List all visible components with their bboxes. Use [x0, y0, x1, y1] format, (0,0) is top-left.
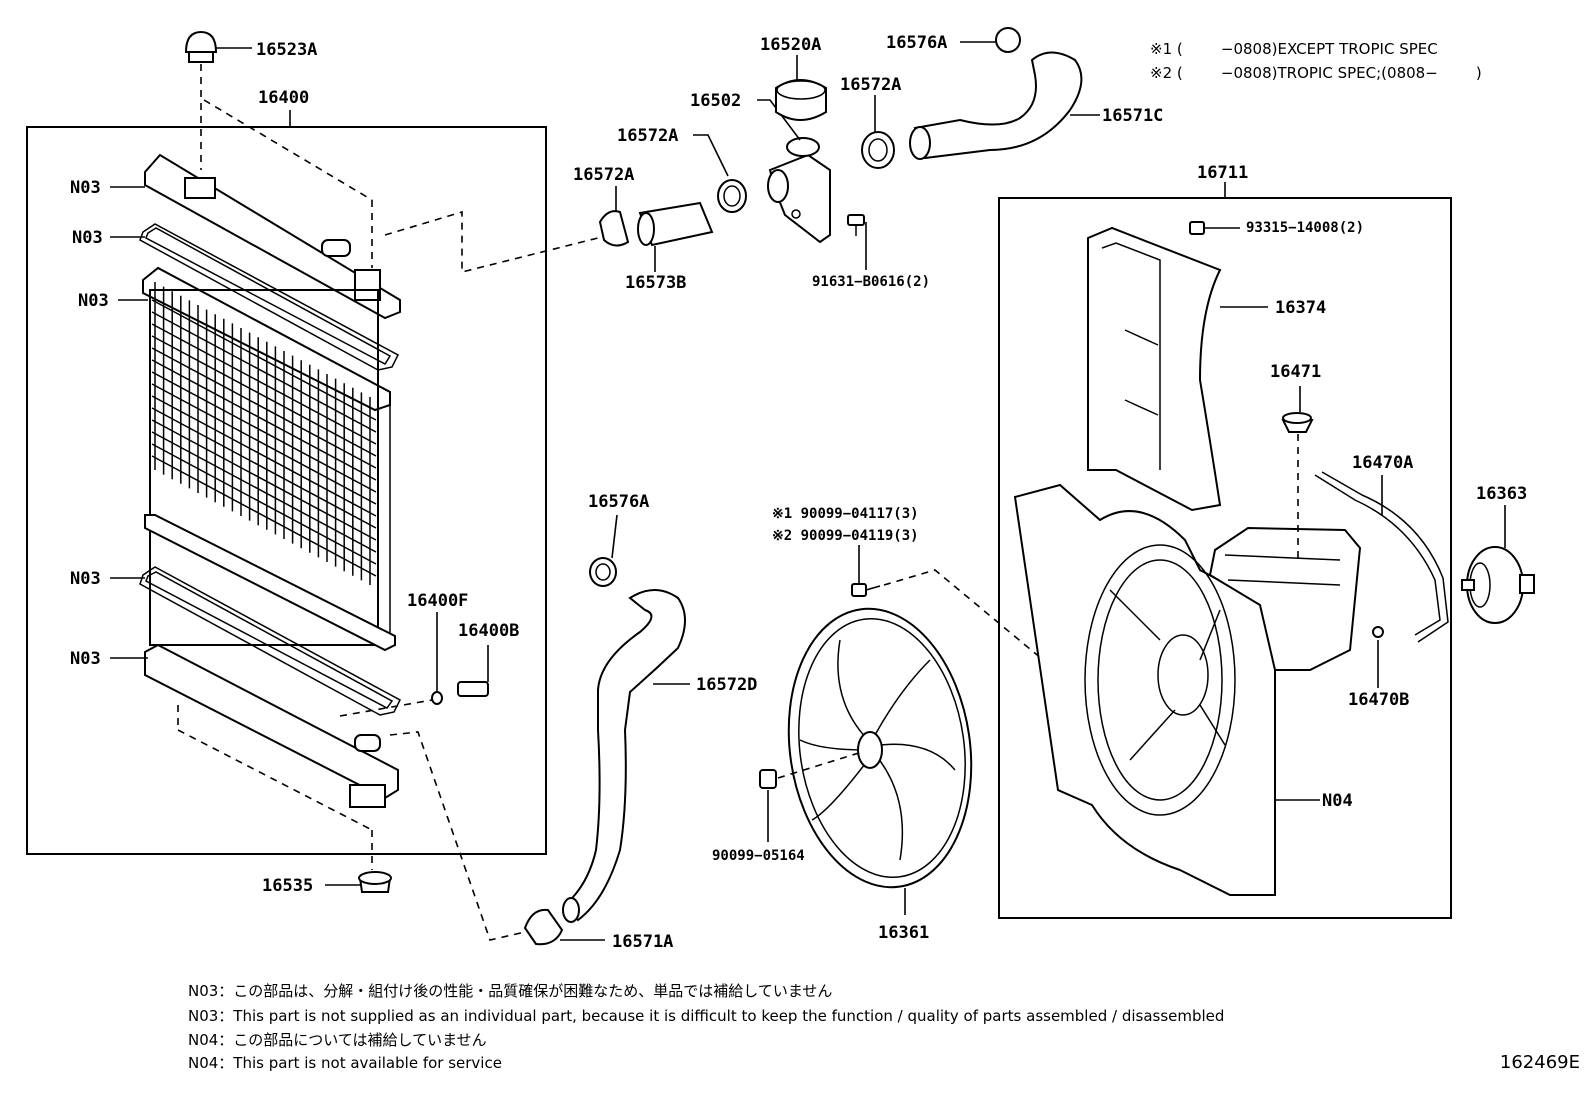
footnote-n03-en: N03：This part is not supplied as an indi… [188, 1007, 1225, 1025]
label-16361: 16361 [878, 923, 929, 943]
label-90099-04119: ※2 90099−04119(3) [772, 528, 919, 544]
core-tube-line [151, 443, 377, 565]
core-tube-line [151, 383, 377, 505]
spec-note-2-text: ( −0808)TROPIC SPEC;(0808− ) [1176, 64, 1482, 82]
label-n03-2: N03 [72, 228, 103, 248]
clamp-16572A-left [598, 186, 630, 247]
upper-gasket [139, 223, 399, 371]
clamp-16572A-right [861, 95, 895, 169]
label-16374: 16374 [1275, 298, 1326, 318]
core-tube-line [151, 335, 377, 457]
radiator-cap-16520A [775, 55, 827, 121]
label-n04: N04 [1322, 791, 1353, 811]
label-16363: 16363 [1476, 484, 1527, 504]
label-91631-B0616: 91631−B0616(2) [812, 274, 930, 290]
label-n03-5: N03 [70, 649, 101, 669]
lower-gasket [139, 566, 401, 716]
label-16572A-1: 16572A [840, 75, 901, 95]
lower-hose-16572D [562, 589, 690, 923]
label-16523A: 16523A [256, 40, 317, 60]
core-tube-line [151, 347, 377, 469]
footnote-n04-ja: N04：この部品については補給していません [188, 1031, 487, 1049]
water-outlet-16502 [757, 99, 831, 244]
core-tube-line [151, 455, 377, 577]
label-16572A-3: 16572A [573, 165, 634, 185]
footnote-n03-ja: N03：この部品は、分解・組付け後の性能・品質確保が困難なため、単品では補給して… [188, 982, 833, 1000]
label-16535: 16535 [262, 876, 313, 896]
spec-note-1-text: ( −0808)EXCEPT TROPIC SPEC [1176, 40, 1438, 58]
label-16571A: 16571A [612, 932, 673, 952]
footnote-n04-en: N04：This part is not available for servi… [188, 1054, 502, 1072]
label-16572D: 16572D [696, 675, 757, 695]
label-16576A-mid: 16576A [588, 492, 649, 512]
core-tube-line [151, 395, 377, 517]
core-tube-line [151, 359, 377, 481]
label-n03-1: N03 [70, 178, 101, 198]
label-16572A-2: 16572A [617, 126, 678, 146]
illustration-id: 162469E [1499, 1052, 1580, 1073]
spec-note-2: ※2 ( −0808)TROPIC SPEC;(0808− ) [1150, 64, 1482, 82]
spec-note-1: ※1 ( −0808)EXCEPT TROPIC SPEC [1150, 40, 1438, 58]
core-tube-line [151, 323, 377, 445]
bolt-93315-14008 [1189, 221, 1240, 235]
spec-note-1-mark: ※1 [1150, 40, 1173, 58]
upper-tank [144, 153, 401, 320]
label-16400: 16400 [258, 88, 309, 108]
clip-16470B [1372, 626, 1384, 688]
upper-hose-16571C [909, 51, 1100, 160]
lower-tank [144, 643, 399, 870]
label-16400B: 16400B [458, 621, 519, 641]
label-16571C: 16571C [1102, 106, 1163, 126]
label-16470A: 16470A [1352, 453, 1413, 473]
core-fins [151, 282, 377, 585]
label-93315-14008: 93315−14008(2) [1246, 220, 1364, 236]
clamp-16572A-mid [693, 134, 747, 213]
label-16576A-top: 16576A [886, 33, 947, 53]
label-16520A: 16520A [760, 35, 821, 55]
radiator-assembly-box [26, 126, 547, 855]
label-16573B: 16573B [625, 273, 686, 293]
label-16711: 16711 [1197, 163, 1248, 183]
inlet-hose-16573B [637, 201, 714, 272]
core-tube-line [151, 299, 377, 421]
hose-16470A [1314, 471, 1449, 643]
label-16502: 16502 [690, 91, 741, 111]
seal-16374 [1087, 226, 1268, 512]
radiator-core [142, 266, 396, 652]
core-tube-line [151, 311, 377, 433]
clamp-16576A-mid [589, 514, 618, 587]
radiator-cap-16523A [184, 30, 373, 268]
drain-plug-16400B [339, 612, 489, 717]
label-n03-4: N03 [70, 569, 101, 589]
label-16400F: 16400F [407, 591, 468, 611]
shroud [1013, 483, 1320, 896]
label-16470B: 16470B [1348, 690, 1409, 710]
clamp-16571A [523, 908, 605, 946]
fan-motor-16363 [1461, 505, 1535, 624]
nut-90099-05164 [759, 751, 863, 842]
bolt-91631-B0616 [847, 214, 867, 270]
fan-16361 [787, 607, 973, 915]
core-tube-line [151, 431, 377, 553]
label-n03-3: N03 [78, 291, 109, 311]
mount-cushion-16535 [325, 871, 392, 893]
label-16471: 16471 [1270, 362, 1321, 382]
core-tube-line [151, 407, 377, 529]
clamp-16576A-top [960, 27, 1021, 53]
reserve-tank [1208, 526, 1362, 671]
cap-16471 [1281, 386, 1314, 560]
core-tube-line [151, 371, 377, 493]
label-90099-05164: 90099−05164 [712, 848, 805, 864]
core-tube-line [151, 419, 377, 541]
spec-note-2-mark: ※2 [1150, 64, 1173, 82]
label-90099-04117: ※1 90099−04117(3) [772, 506, 919, 522]
